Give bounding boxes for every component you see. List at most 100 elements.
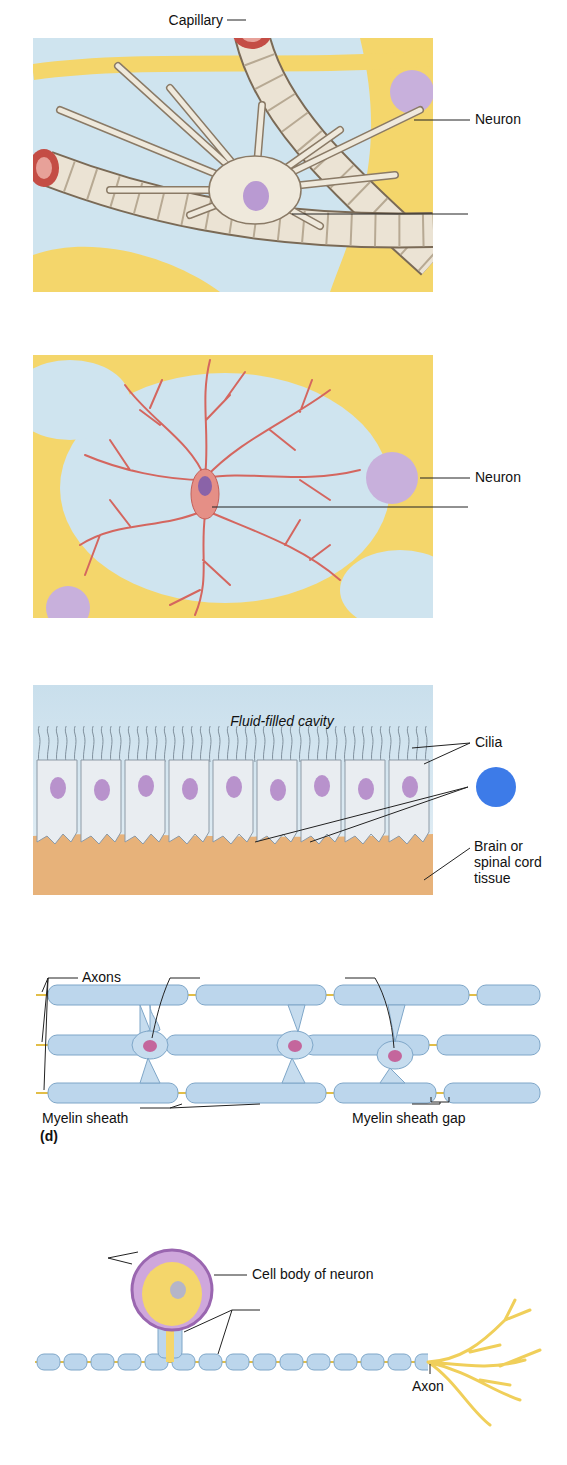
leader-line: [412, 1097, 449, 1104]
ependymal-panel: [33, 685, 433, 895]
leader-line: [255, 787, 468, 842]
oligodendrocyte-panel: [277, 1031, 313, 1059]
ependymal-panel: [33, 834, 433, 895]
part-label: Cell body of neuron: [252, 1266, 373, 1282]
oligodendrocyte-panel: [388, 1050, 402, 1062]
oligodendrocyte-panel: [36, 995, 540, 1093]
ependymal-panel: [169, 760, 209, 844]
leader-line: [255, 743, 470, 880]
schwann-panel: [428, 1300, 540, 1425]
astrocyte-panel: [33, 38, 433, 292]
ependymal-panel: [37, 760, 77, 844]
astrocyte-panel: [243, 181, 269, 211]
oligodendrocyte-panel: [377, 1041, 413, 1069]
leader-line: [227, 20, 246, 21]
oligodendrocyte-panel: [132, 1005, 413, 1083]
part-label: (d): [40, 1128, 58, 1144]
leader-line: [227, 20, 470, 214]
oligodendrocyte-panel: [36, 985, 540, 1103]
part-label: Axons: [82, 969, 121, 985]
oligodendrocyte-panel: [437, 1035, 540, 1055]
part-label: Myelin sheath gap: [352, 1110, 466, 1126]
microglia-panel: [33, 360, 130, 440]
astrocyte-panel: [390, 70, 433, 114]
oligodendrocyte-panel: [143, 1040, 402, 1062]
ependymal-panel: [301, 760, 341, 844]
leader-line: [212, 478, 470, 507]
astrocyte-panel: [60, 66, 420, 226]
astrocyte-panel: [33, 149, 59, 187]
ependymal-panel: [37, 760, 429, 844]
oligodendrocyte-panel: [334, 1083, 436, 1103]
schwann-panel: [142, 1262, 202, 1326]
part-label: Brain or spinal cord tissue: [474, 838, 558, 886]
oligodendrocyte-panel: [140, 1005, 150, 1035]
schwann-panel: [166, 1330, 174, 1362]
ependymal-panel: [270, 779, 286, 801]
leader-line: [424, 848, 470, 880]
astrocyte-panel: [241, 38, 263, 42]
part-label: Neuron: [475, 469, 521, 485]
schwann-panel: [35, 1250, 540, 1425]
microglia-panel: [80, 360, 360, 615]
leader-line: [42, 978, 78, 1090]
astrocyte-panel: [209, 156, 301, 224]
microglia-panel: [80, 360, 360, 615]
oligodendrocyte-panel: [380, 1068, 405, 1083]
leader-line: [292, 214, 468, 215]
leader-line: [414, 120, 470, 121]
leader-line: [412, 743, 470, 764]
leader-line: [108, 1252, 138, 1264]
microglia-panel: [46, 586, 90, 618]
astrocyte-panel: [60, 66, 420, 226]
oligodendrocyte-panel: [477, 985, 540, 1005]
ependymal-panel: [50, 775, 418, 801]
astrocyte-panel: [33, 58, 433, 72]
microglia-panel: [198, 476, 212, 496]
oligodendrocyte-panel: [48, 985, 188, 1005]
schwann-panel: [428, 1300, 540, 1425]
astrocyte-panel: [36, 157, 52, 179]
part-label: Capillary: [169, 12, 223, 28]
leader-line: [420, 478, 470, 479]
ependymal-panel: [182, 778, 198, 800]
ependymal-panel: [33, 685, 433, 895]
leader-line: [430, 1364, 431, 1374]
oligodendrocyte-panel: [288, 1005, 305, 1032]
ependymal-panel: [314, 775, 330, 797]
astrocyte-panel: [60, 66, 420, 226]
leader-line: [345, 978, 394, 1048]
schwann-panel: [36, 1352, 428, 1372]
oligodendrocyte-panel: [282, 1058, 305, 1083]
leader-line: [214, 1275, 247, 1276]
part-label: Myelin sheath: [42, 1110, 128, 1126]
oligodendrocyte-panel: [186, 1083, 326, 1103]
oligodendrocyte-panel: [334, 985, 469, 1005]
leader-line: [184, 1310, 260, 1354]
oligodendrocyte-panel: [48, 1083, 178, 1103]
ependymal-panel: [81, 760, 121, 844]
ependymal-panel: [33, 726, 433, 762]
oligodendrocyte-panel: [48, 985, 540, 1103]
oligodendrocyte-panel: [36, 995, 540, 1093]
microglia-panel: [366, 452, 418, 504]
leader-line: [42, 978, 449, 1108]
part-label: Neuron: [475, 111, 521, 127]
ependymal-panel: [138, 775, 154, 797]
part-label: Axon: [412, 1378, 444, 1394]
leader-line: [152, 978, 200, 1038]
marker-dot: [476, 767, 516, 807]
oligodendrocyte-panel: [140, 1058, 160, 1083]
microglia-panel: [191, 469, 219, 519]
leader-line: [108, 1252, 430, 1374]
ependymal-panel: [345, 760, 385, 844]
schwann-panel: [170, 1281, 186, 1299]
part-label: Fluid-filled cavity: [230, 713, 333, 729]
ependymal-panel: [358, 778, 374, 800]
astrocyte-panel: [60, 66, 420, 226]
oligodendrocyte-panel: [444, 1083, 540, 1103]
part-label: Cilia: [475, 734, 502, 750]
